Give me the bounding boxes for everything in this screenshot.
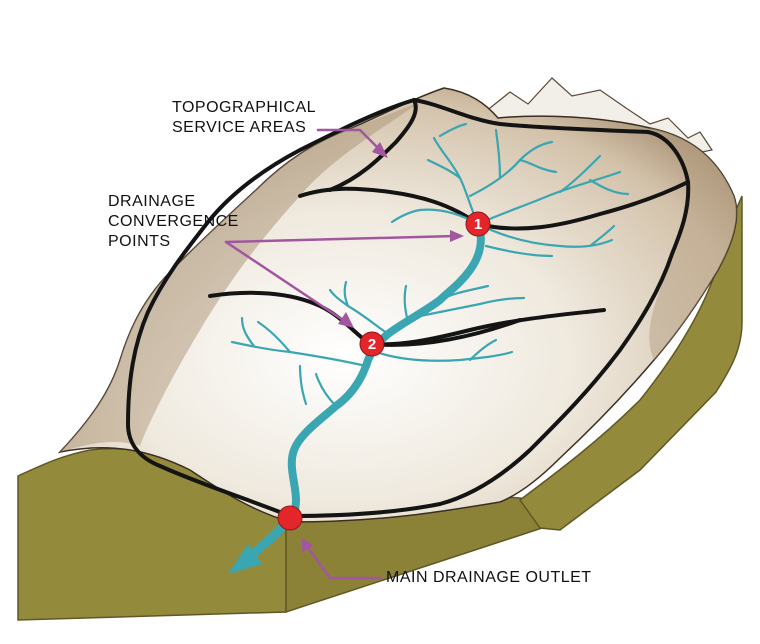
label-main-outlet: MAIN DRAINAGE OUTLET <box>386 568 592 588</box>
tributary <box>426 158 462 180</box>
pointer-arrow-icon <box>302 538 314 552</box>
convergence-point-1: 1 <box>465 211 491 237</box>
tributary <box>374 350 514 362</box>
tributary <box>240 316 256 348</box>
outer-boundary <box>126 98 691 518</box>
pointer-arrows <box>224 128 458 580</box>
tributary <box>438 122 468 138</box>
marker-label-2: 2 <box>368 336 376 353</box>
tributary <box>343 280 350 308</box>
label-service-areas: TOPOGRAPHICAL SERVICE AREAS <box>172 98 316 138</box>
marker-label-1: 1 <box>474 216 482 233</box>
label-convergence-line1: DRAINAGE <box>108 193 196 210</box>
outlet-flow-arrow-icon <box>228 544 262 574</box>
tributary <box>438 284 490 302</box>
tributary <box>518 158 558 174</box>
pointer-arrow-icon <box>338 312 354 328</box>
pointer-arrowheads <box>302 142 464 552</box>
pointer-arrow-icon <box>450 230 464 242</box>
tributary <box>256 320 292 354</box>
tributary <box>418 296 526 318</box>
tributary <box>390 208 480 226</box>
right-slope-shadow <box>649 128 737 360</box>
pointer-convergence-2 <box>224 240 348 324</box>
ridge-shadow <box>60 102 420 452</box>
main-outlet-point <box>277 505 303 531</box>
pointer-outlet <box>306 546 382 580</box>
tributary <box>403 284 410 324</box>
convergence-point-2: 2 <box>359 331 385 357</box>
tributary <box>588 224 616 248</box>
label-convergence-line3: POINTS <box>108 233 171 250</box>
label-service-areas-line1: TOPOGRAPHICAL <box>172 99 317 116</box>
stream-network <box>230 122 630 565</box>
pointer-arrow-icon <box>372 142 388 158</box>
tributary <box>468 338 498 362</box>
boundary-middle-ridge <box>370 318 522 347</box>
tributary <box>494 128 502 180</box>
tributary <box>558 154 602 194</box>
pointer-service-areas <box>316 128 382 152</box>
pointer-convergence-1 <box>224 234 458 244</box>
label-convergence-points: DRAINAGE CONVERGENCE POINTS <box>108 192 239 252</box>
tributary <box>476 222 614 248</box>
label-convergence-line2: CONVERGENCE <box>108 213 239 230</box>
label-service-areas-line2: SERVICE AREAS <box>172 119 307 136</box>
tributary <box>298 364 308 406</box>
tributary <box>588 178 630 196</box>
tributary <box>314 372 338 408</box>
tributary <box>484 244 554 258</box>
boundary-upper-ridge <box>328 98 418 192</box>
tributary <box>476 170 622 226</box>
label-main-outlet-text: MAIN DRAINAGE OUTLET <box>386 569 592 586</box>
